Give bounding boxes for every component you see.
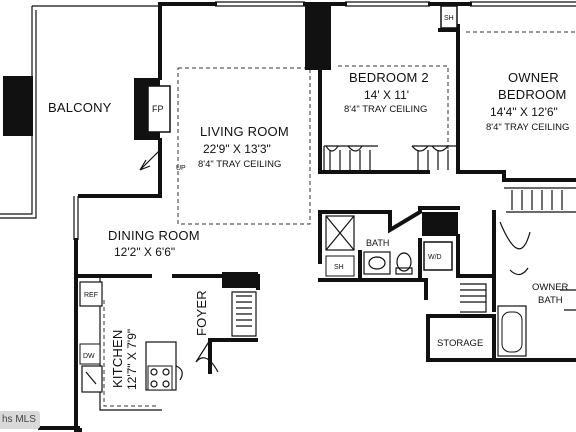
storage-label: STORAGE xyxy=(437,338,483,349)
owner-bath-label-2: BATH xyxy=(538,295,563,306)
living-room-dims: 22'9" X 13'3" xyxy=(203,142,271,156)
dishwasher-label: DW xyxy=(83,353,95,360)
bedroom2-dims: 14' X 11' xyxy=(364,88,409,102)
shower-bath-label: SH xyxy=(334,264,344,271)
owner-bath-label-1: OWNER xyxy=(532,282,569,293)
living-room-note: 8'4" TRAY CEILING xyxy=(198,159,281,170)
bath-toilet xyxy=(396,252,412,272)
up-label: UP xyxy=(176,165,186,172)
balcony-column xyxy=(3,76,33,136)
dishwasher xyxy=(79,343,101,365)
up-arrow xyxy=(139,149,161,171)
kitchen-dims: 12'7" X 7'9" xyxy=(125,329,139,390)
owner-bedroom-walls xyxy=(456,31,576,213)
bath-sink xyxy=(363,251,391,275)
bath-label: BATH xyxy=(366,238,389,248)
fireplace-label: FP xyxy=(152,104,164,114)
dining-room-dims: 12'2" X 6'6" xyxy=(114,245,175,259)
owner-bedroom-dims: 14'4" X 12'6" xyxy=(490,105,558,119)
bedroom2-column xyxy=(305,4,331,70)
kitchen-walls: REF DW xyxy=(78,274,183,411)
shower-top xyxy=(440,5,458,29)
refrigerator-label: REF xyxy=(84,292,98,299)
washer-dryer xyxy=(423,241,453,271)
bath-walls xyxy=(318,206,460,300)
owner-bedroom-note: 8'4" TRAY CEILING xyxy=(486,122,569,133)
bedroom2-note: 8'4" TRAY CEILING xyxy=(344,104,427,115)
shower-top-label: SH xyxy=(444,15,454,22)
refrigerator xyxy=(79,281,103,307)
owner-bedroom-label-1: OWNER xyxy=(508,70,559,85)
living-room-label: LIVING ROOM xyxy=(200,124,289,139)
foyer-label: FOYER xyxy=(194,290,209,336)
washer-dryer-label: W/D xyxy=(428,254,442,261)
owner-bedroom-label-2: BEDROOM xyxy=(498,87,567,102)
bedroom2-walls xyxy=(305,4,460,174)
fireplace-hearth xyxy=(147,85,171,133)
dining-room-label: DINING ROOM xyxy=(108,228,200,243)
mls-watermark: hs MLS xyxy=(0,411,40,429)
balcony-label: BALCONY xyxy=(48,100,112,115)
balcony-area xyxy=(0,5,160,219)
foyer-walls xyxy=(172,272,260,374)
bedroom2-label: BEDROOM 2 xyxy=(349,70,429,85)
kitchen-label: KITCHEN xyxy=(110,330,125,388)
owner-bath-walls xyxy=(426,210,576,362)
living-tray-outline xyxy=(177,67,311,225)
shower-bath xyxy=(325,255,355,277)
